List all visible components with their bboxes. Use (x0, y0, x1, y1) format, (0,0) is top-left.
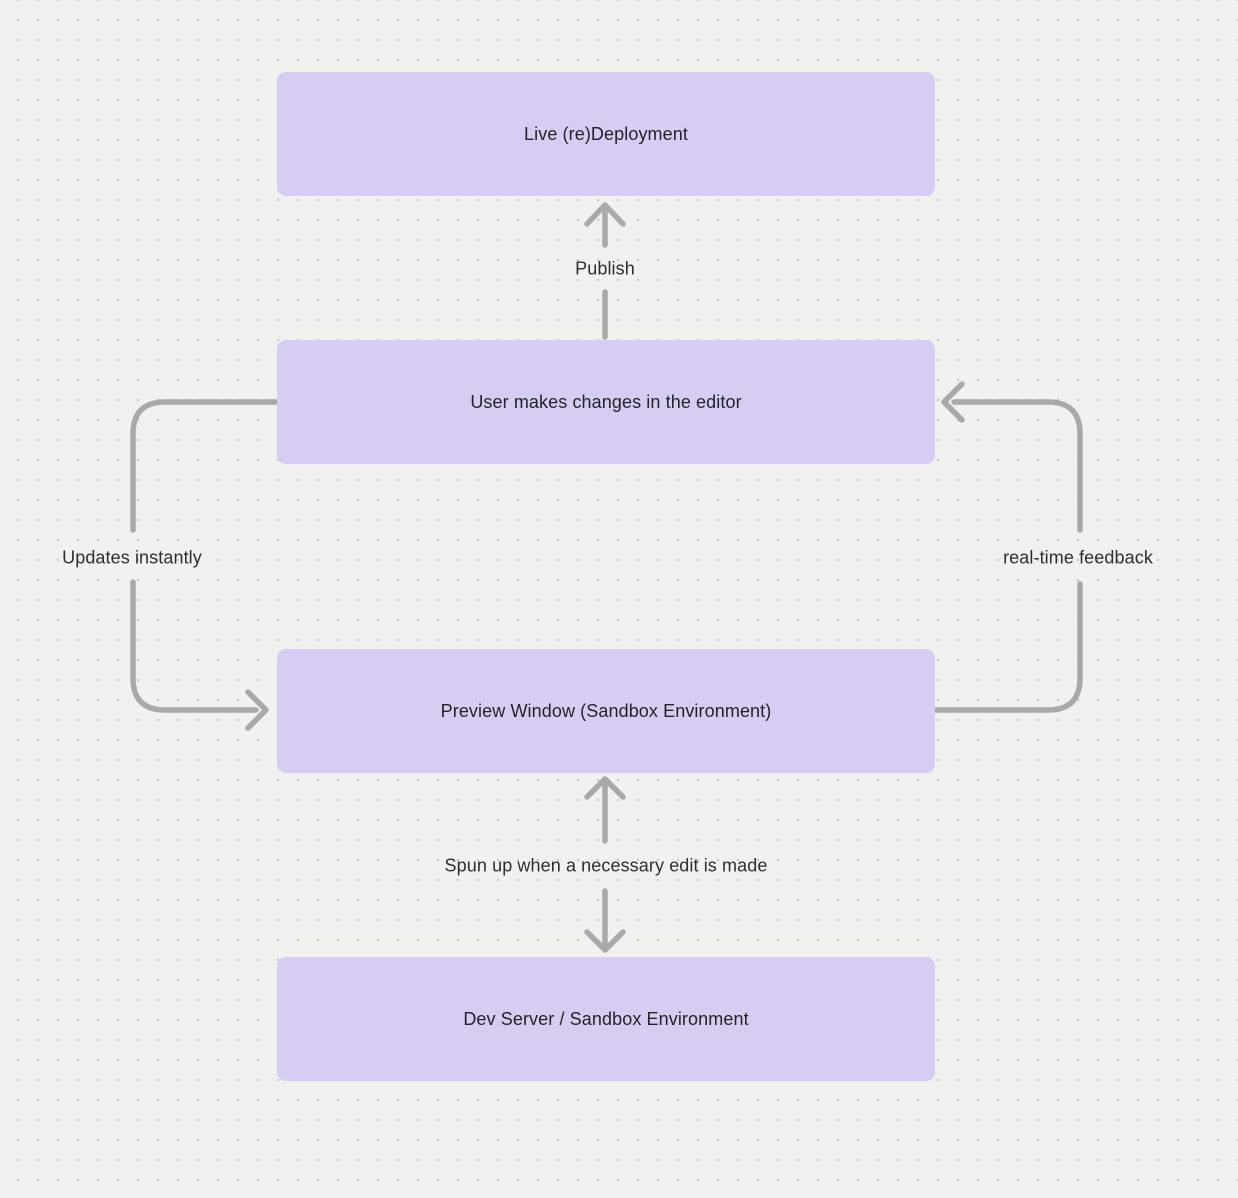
node-user-changes: User makes changes in the editor (277, 340, 935, 464)
node-preview-window: Preview Window (Sandbox Environment) (277, 649, 935, 773)
edge-label-realtime-feedback: real-time feedback (1003, 547, 1153, 568)
edge-label-spun-up: Spun up when a necessary edit is made (444, 855, 768, 876)
node-user-changes-label: User makes changes in the editor (470, 391, 742, 412)
node-dev-server: Dev Server / Sandbox Environment (277, 957, 935, 1081)
node-live-deployment-label: Live (re)Deployment (524, 123, 688, 144)
node-dev-server-label: Dev Server / Sandbox Environment (463, 1008, 749, 1029)
node-live-deployment: Live (re)Deployment (277, 72, 935, 196)
node-preview-window-label: Preview Window (Sandbox Environment) (440, 700, 772, 721)
edge-label-publish: Publish (575, 258, 635, 279)
edge-label-updates-instantly: Updates instantly (62, 547, 202, 568)
